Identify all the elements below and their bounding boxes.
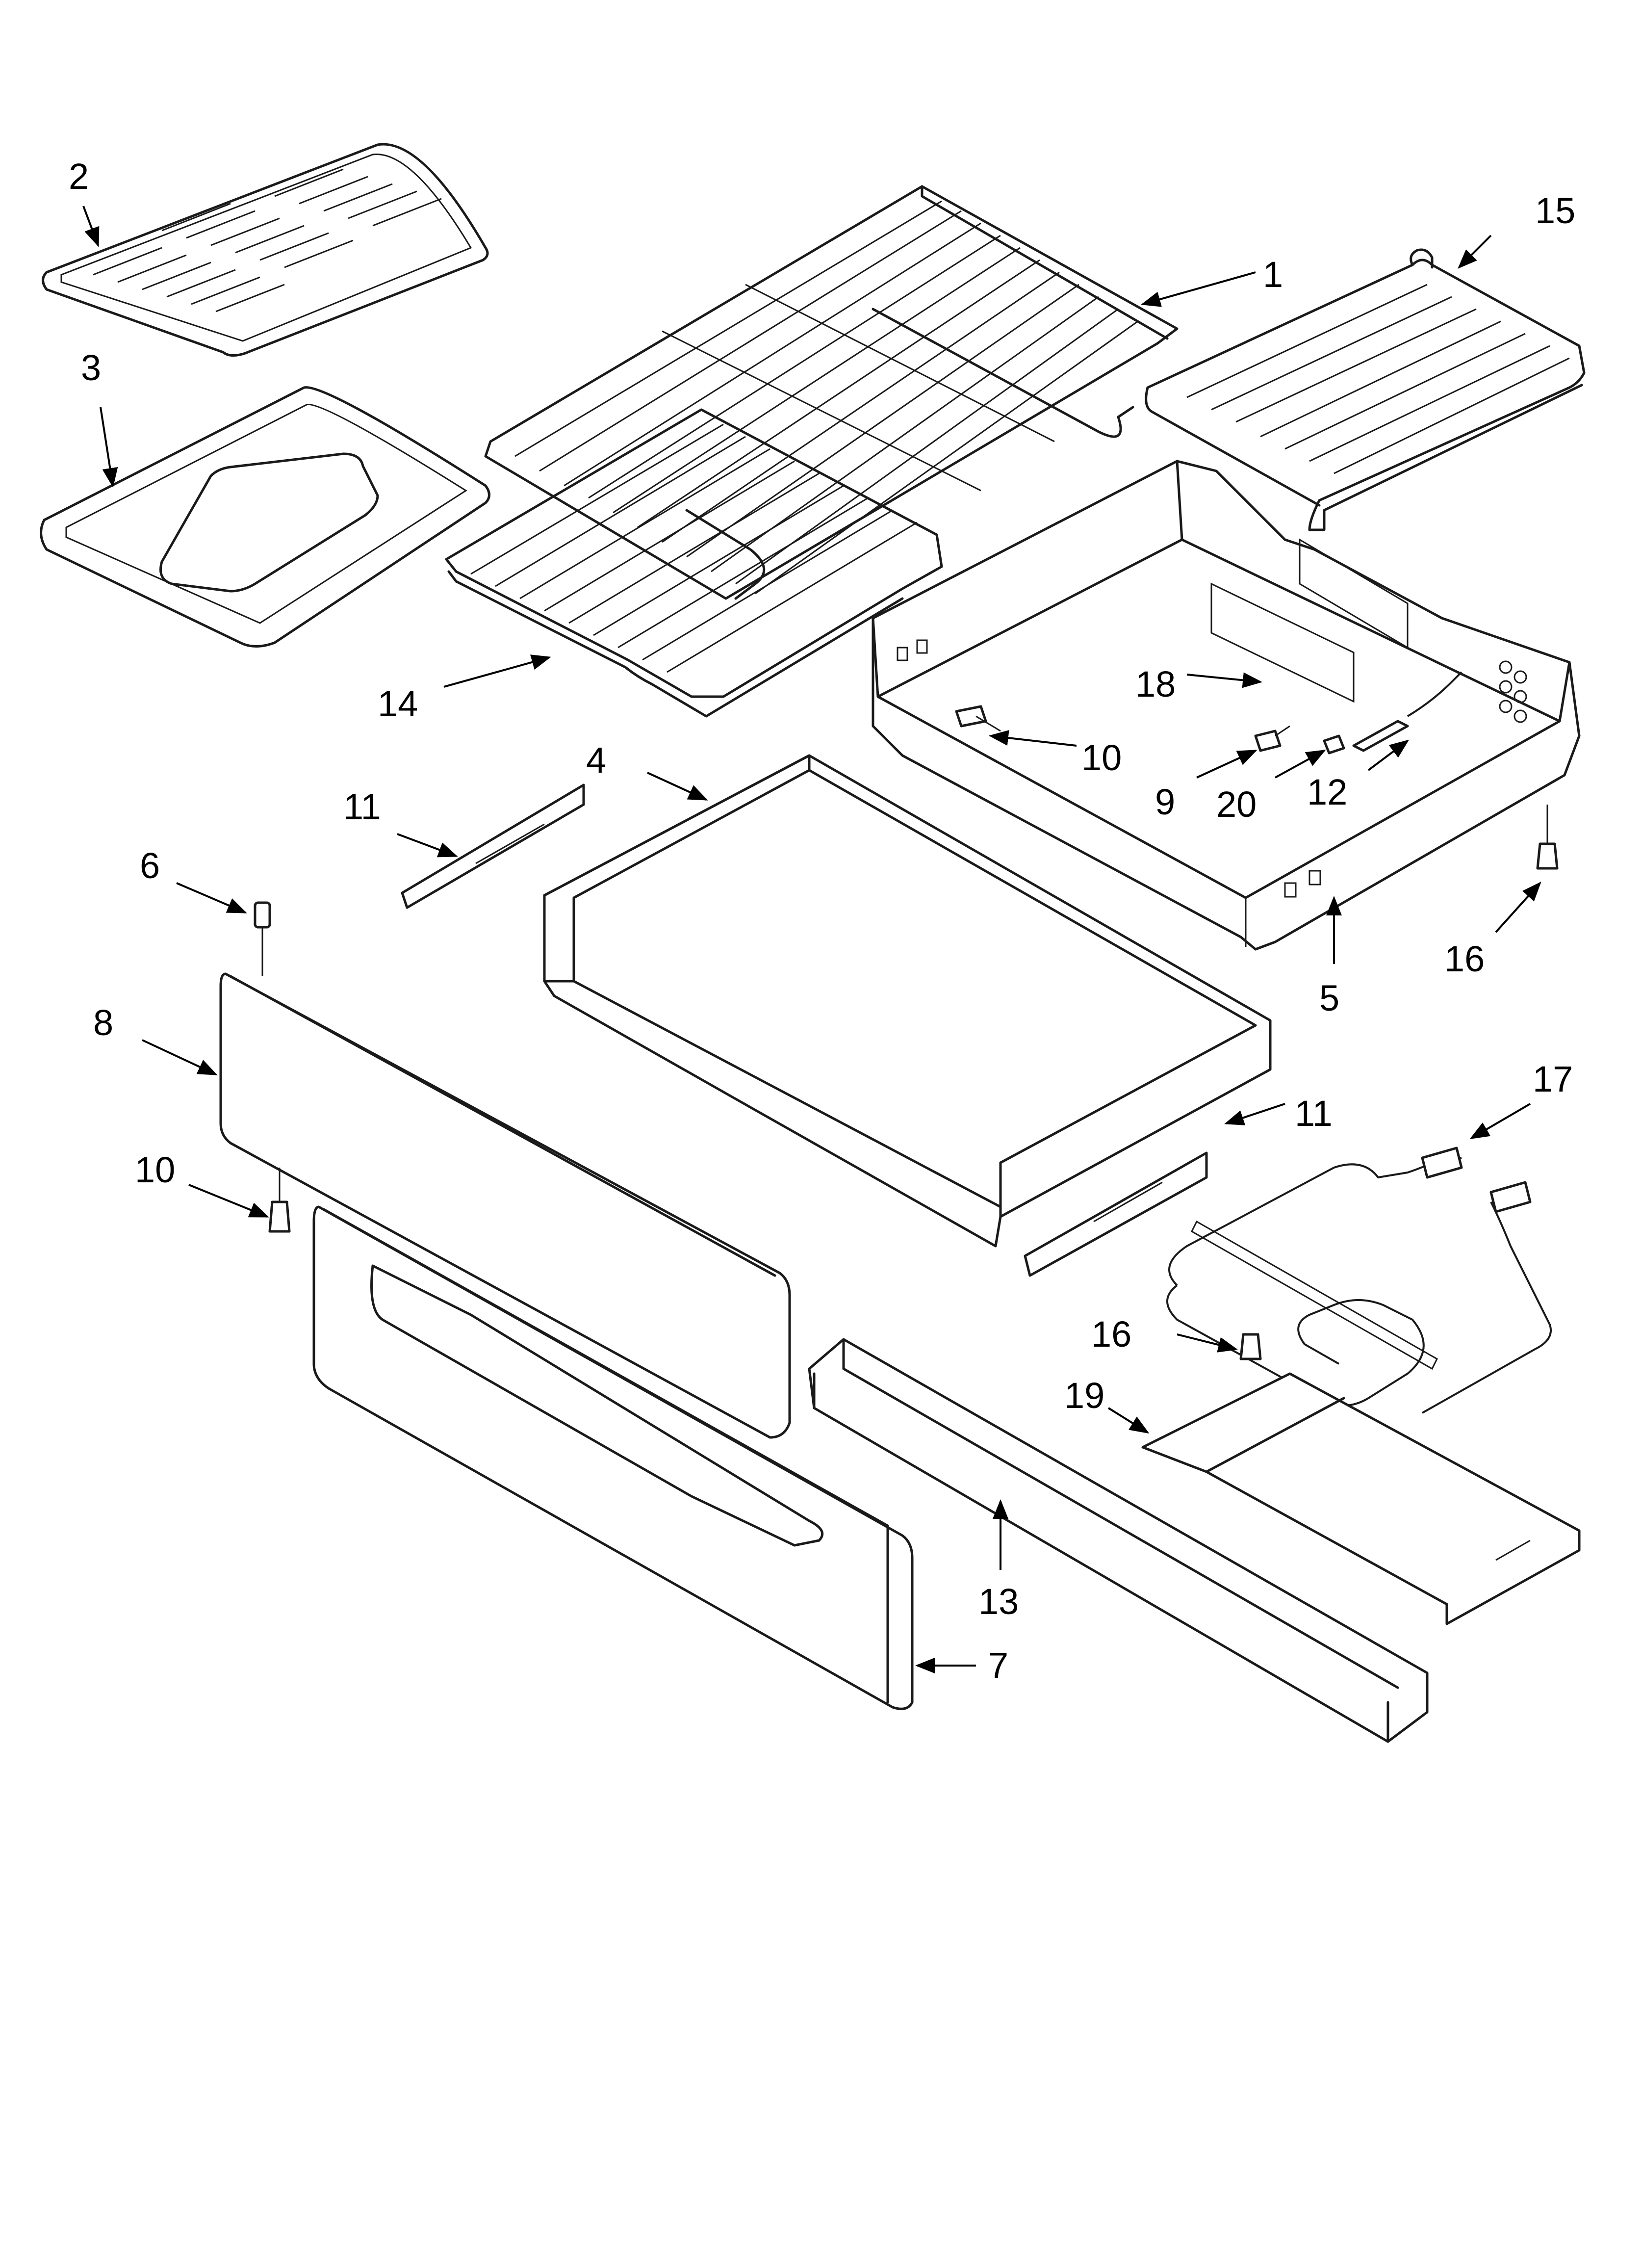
callout-17: 17 bbox=[1533, 1059, 1573, 1099]
drawer-outer-panel bbox=[312, 1205, 914, 1710]
drawer-slide-right bbox=[1024, 1151, 1208, 1277]
ignitor-12 bbox=[1352, 671, 1462, 752]
callout-16-housing: 16 bbox=[1444, 938, 1485, 979]
screw-6 bbox=[254, 901, 271, 976]
callout-7: 7 bbox=[988, 1645, 1008, 1686]
callouts: 2 3 1 15 4 11 6 8 10 14 18 10 9 20 12 16… bbox=[69, 156, 1575, 1686]
callout-18: 18 bbox=[1135, 664, 1176, 704]
callout-19: 19 bbox=[1064, 1375, 1104, 1416]
heat-shield bbox=[1141, 1372, 1581, 1625]
callout-3: 3 bbox=[81, 347, 101, 388]
callout-8: 8 bbox=[93, 1002, 113, 1043]
callout-15: 15 bbox=[1535, 190, 1575, 231]
callout-14: 14 bbox=[378, 683, 418, 724]
drawer-slide-left bbox=[401, 783, 585, 909]
callout-9: 9 bbox=[1155, 782, 1175, 822]
nut-20 bbox=[1323, 734, 1345, 755]
screw-16-housing bbox=[1536, 805, 1559, 870]
small-rack bbox=[1145, 248, 1586, 531]
callout-16-element: 16 bbox=[1091, 1314, 1131, 1355]
leader-lines bbox=[82, 206, 1541, 1673]
kick-plate bbox=[808, 1338, 1429, 1743]
drawer-front-panel bbox=[219, 972, 791, 1439]
broiler-pan bbox=[40, 386, 490, 648]
screw-10-front bbox=[268, 1168, 291, 1233]
callout-4: 4 bbox=[586, 740, 606, 781]
screw-9 bbox=[1254, 725, 1290, 752]
broiler-pan-grid bbox=[42, 143, 489, 357]
callout-1: 1 bbox=[1263, 254, 1283, 295]
callout-2: 2 bbox=[69, 156, 89, 197]
callout-11-right: 11 bbox=[1295, 1093, 1333, 1134]
callout-10-front: 10 bbox=[135, 1149, 175, 1190]
oven-rack-half bbox=[445, 408, 943, 718]
heating-element bbox=[1166, 1147, 1552, 1414]
callout-11-left: 11 bbox=[343, 786, 381, 827]
callout-13: 13 bbox=[978, 1581, 1019, 1622]
callout-20: 20 bbox=[1216, 784, 1257, 825]
screw-10-housing bbox=[955, 705, 1001, 732]
drawer-housing bbox=[872, 460, 1581, 951]
drawer bbox=[543, 754, 1272, 1248]
callout-12: 12 bbox=[1307, 772, 1347, 812]
oven-rack bbox=[484, 185, 1179, 600]
housing-holes bbox=[897, 639, 1527, 898]
grid-slots bbox=[93, 168, 442, 313]
callout-5: 5 bbox=[1319, 978, 1339, 1018]
callout-10-housing: 10 bbox=[1081, 737, 1122, 778]
screw-16-element bbox=[1239, 1333, 1262, 1360]
callout-6: 6 bbox=[140, 845, 160, 886]
